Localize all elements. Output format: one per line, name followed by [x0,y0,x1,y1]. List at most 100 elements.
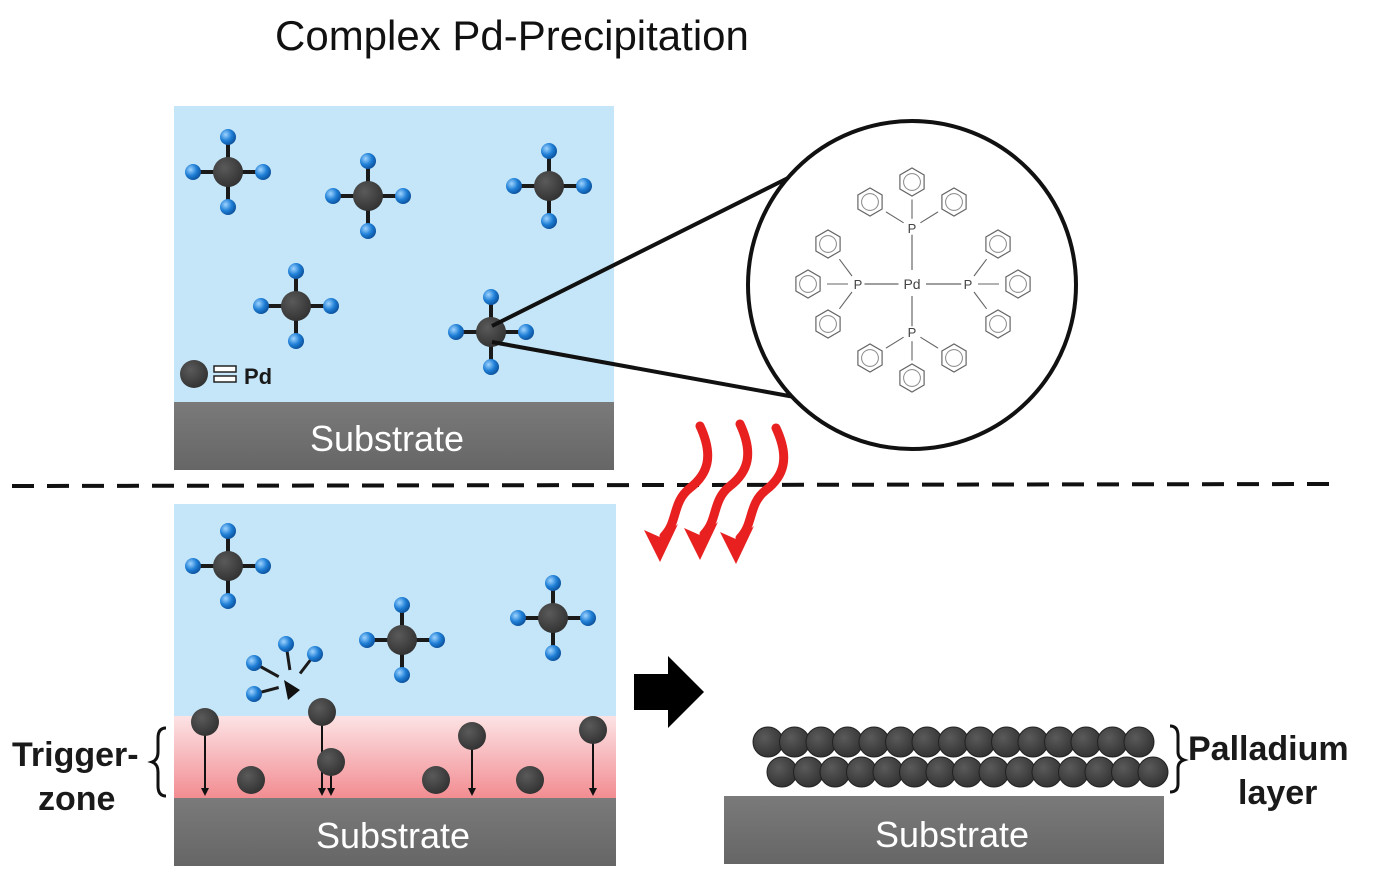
ligand-atom [220,129,236,145]
palladium-layer-atoms [752,726,1169,788]
heat-arrow-head [720,526,754,564]
ligand-atom [278,636,294,652]
pd-layer-atom [805,726,837,758]
phenyl-ring [899,363,925,393]
ligand-atom [394,667,410,683]
ligand-atom [360,153,376,169]
pd-layer-atom [858,726,890,758]
trigger-zone-label-line2: zone [38,780,115,818]
ligand-atom [288,263,304,279]
ligand-atom [288,333,304,349]
phenyl-ring [899,167,925,197]
substrate-label-bottom: Substrate [316,815,470,856]
ligand-atom [483,289,499,305]
pd-layer-atom [1031,756,1063,788]
pd-complexes-top [185,129,592,375]
phosphorus-label: P [854,277,863,292]
ligand-atom [580,610,596,626]
pd-layer-atom [766,756,798,788]
top-panel: Substrate Pd [174,106,614,470]
pd-atom [317,748,345,776]
pd-layer-atom [1044,726,1075,758]
heat-arrow-head [684,522,718,560]
pd-layer-atom [1058,756,1089,788]
ligand-atom [255,558,271,574]
pd-layer-atom [885,726,916,758]
pd-layer-atom [991,726,1022,758]
result-panel: Substrate [724,726,1169,864]
substrate-bottom [174,798,616,866]
phenyl-ring [857,343,883,373]
phenyl-ring [815,229,841,259]
ligand-atom [429,632,445,648]
heat-arrow-shaft [735,423,789,543]
pd-layer-atom [1137,756,1169,788]
palladium-layer-label-line1: Palladium [1188,730,1349,768]
ligand-atom [246,686,262,702]
ligand-atom [253,298,269,314]
decomposing-complex [246,636,323,702]
phenyl-ring [941,187,967,217]
process-arrow [634,656,704,728]
pd-layer-atom [779,726,810,758]
bottom-panel: Substrate [174,504,616,866]
ligand-atom [541,213,557,229]
pd-atom [538,603,568,633]
palladium-layer-bracket [1169,724,1189,794]
substrate-top [174,402,614,470]
pd-complexes-bottom [185,523,596,683]
ligand-atom [323,298,339,314]
pd-layer-atom [899,756,930,788]
pd-atom-legend-icon [180,360,208,388]
pd-complex [359,597,445,683]
pd-layer-atom [793,756,824,788]
pd-layer-atom [846,756,877,788]
pd-layer-atom [832,726,863,758]
pd-layer-atom [952,756,983,788]
phenyl-ring [985,309,1011,339]
palladium-layer-label-line2: layer [1238,774,1317,812]
falling-pd-atoms [191,698,607,796]
phosphorus-label: P [908,221,917,236]
pd-complex [325,153,411,239]
pd-layer-atom [1084,756,1116,788]
pd-legend-label: Pd [244,364,272,389]
pd-layer-atom [1017,726,1049,758]
trigger-zone-bracket [147,726,167,798]
substrate-result [724,796,1164,864]
pd-layer-atom [911,726,943,758]
ligand-atom [541,143,557,159]
ligand-atom [394,597,410,613]
phenyl-ring [857,187,883,217]
pd-atom [213,551,243,581]
ligand-atom [359,632,375,648]
pd-complex [185,129,271,215]
pd-atom [281,291,311,321]
ligand-atom [545,575,561,591]
pd-atom [387,625,417,655]
pd-layer-atom [1097,726,1128,758]
ligand-atom [510,610,526,626]
pd-atom [579,716,607,744]
pd-complex [253,263,339,349]
ligand-atom [255,164,271,180]
pd-complex [185,523,271,609]
pd-atom [422,766,450,794]
phenyl-ring [1005,269,1031,299]
ligand-atom [448,324,464,340]
ligand-atom [220,523,236,539]
phenyl-ring [941,343,967,373]
pd-atom [308,698,336,726]
substrate-label-result: Substrate [875,814,1029,855]
pd-layer-atom [938,726,969,758]
trigger-zone-label-line1: Trigger- [12,736,139,774]
center-atom-label: Pd [903,276,920,292]
ligand-atom [220,593,236,609]
ligand-atom [185,558,201,574]
ligand-atom [545,645,561,661]
pd-atom [237,766,265,794]
pd-layer-atom [925,756,957,788]
pd-layer-atom [964,726,996,758]
